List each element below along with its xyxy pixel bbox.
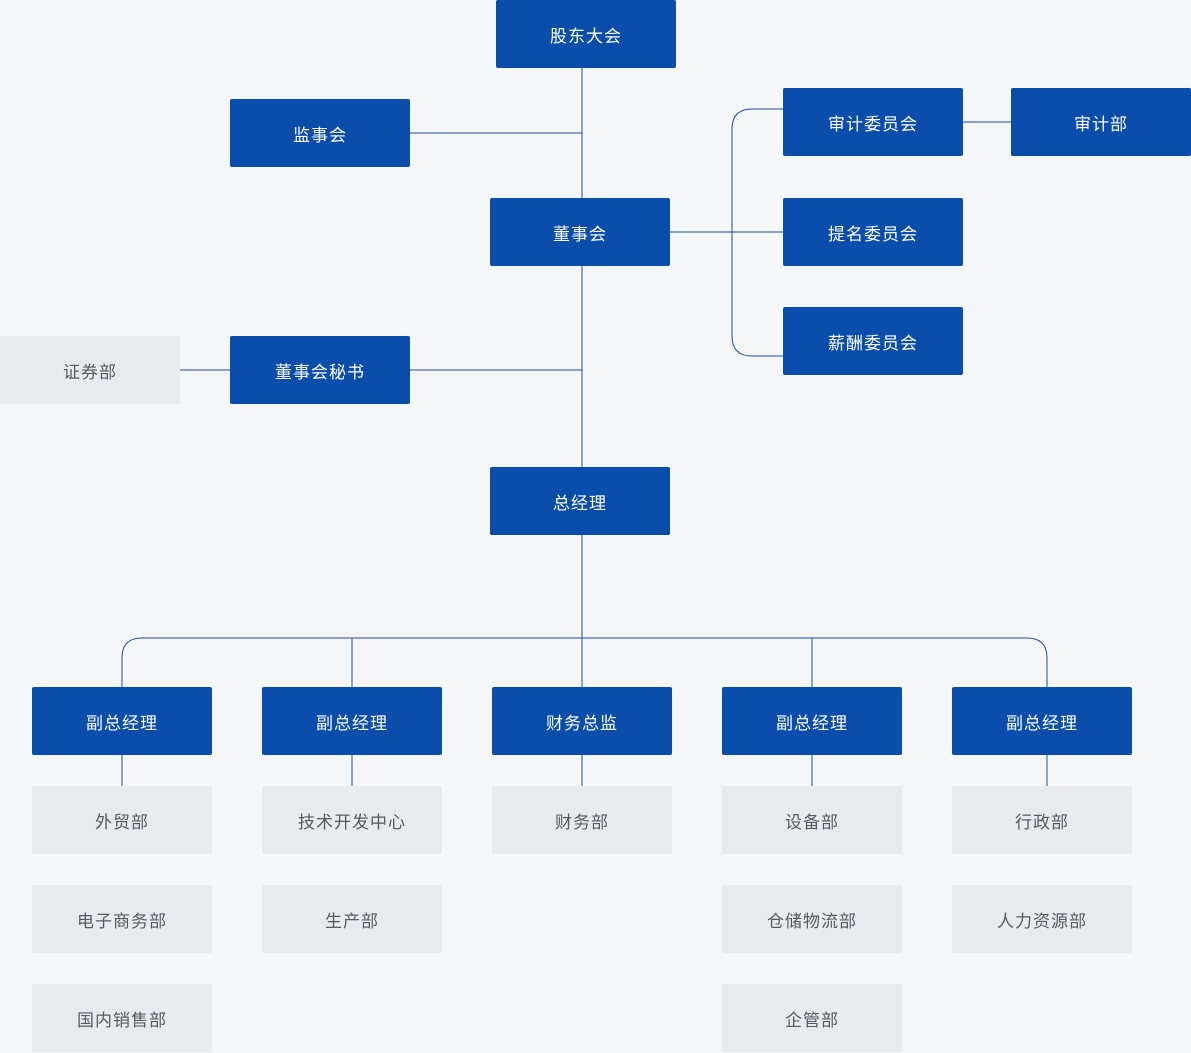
node-equipment-dept: 设备部 [722,786,902,854]
node-cfo: 财务总监 [492,687,672,755]
node-administration-dept: 行政部 [952,786,1132,854]
node-board-of-directors: 董事会 [490,198,670,266]
node-audit-department: 审计部 [1011,88,1191,156]
node-compensation-committee: 薪酬委员会 [783,307,963,375]
node-foreign-trade-dept: 外贸部 [32,786,212,854]
node-general-manager: 总经理 [490,467,670,535]
node-vice-general-manager-3: 副总经理 [722,687,902,755]
node-board-of-supervisors: 监事会 [230,99,410,167]
node-enterprise-management-dept: 企管部 [722,984,902,1052]
node-finance-dept: 财务部 [492,786,672,854]
node-securities-department: 证券部 [0,336,180,404]
node-warehouse-logistics-dept: 仓储物流部 [722,885,902,953]
node-board-secretary: 董事会秘书 [230,336,410,404]
node-tech-development-center: 技术开发中心 [262,786,442,854]
node-vice-general-manager-4: 副总经理 [952,687,1132,755]
node-nomination-committee: 提名委员会 [783,198,963,266]
node-audit-committee: 审计委员会 [783,88,963,156]
node-ecommerce-dept: 电子商务部 [32,885,212,953]
node-domestic-sales-dept: 国内销售部 [32,984,212,1052]
node-shareholders-meeting: 股东大会 [496,0,676,68]
node-production-dept: 生产部 [262,885,442,953]
node-vice-general-manager-2: 副总经理 [262,687,442,755]
node-human-resources-dept: 人力资源部 [952,885,1132,953]
node-vice-general-manager-1: 副总经理 [32,687,212,755]
